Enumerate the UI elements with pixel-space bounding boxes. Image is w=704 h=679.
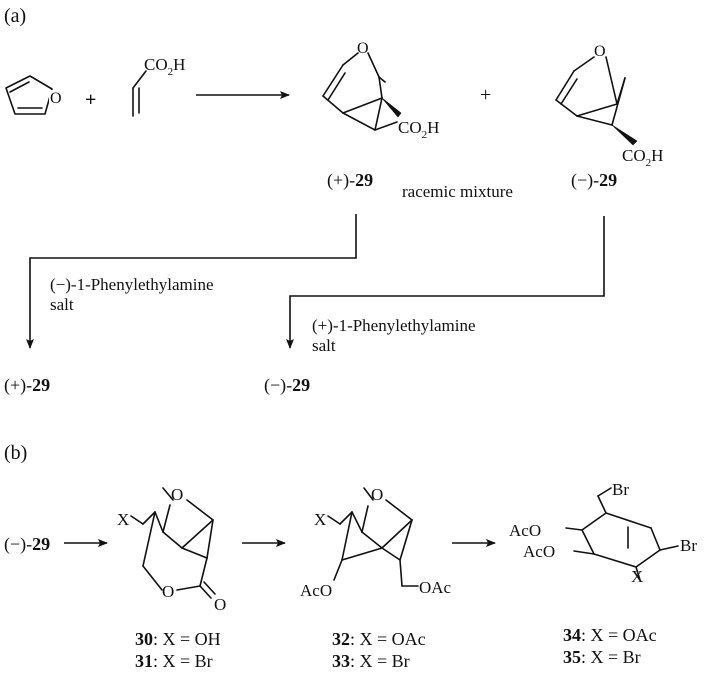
c34-caption: 34: X = OAc xyxy=(563,625,657,645)
plus-29-co2h: CO2H xyxy=(398,118,439,141)
c32-bridge-o: O xyxy=(371,485,383,504)
racemic-mixture-label: racemic mixture xyxy=(402,182,513,201)
plus-sign-2: + xyxy=(480,84,491,106)
furan-structure: O xyxy=(5,75,62,115)
c33-caption: 33: X = Br xyxy=(332,651,410,671)
acrylic-acid-structure: CO2H xyxy=(132,55,185,117)
c31-caption: 31: X = Br xyxy=(135,651,213,671)
resolving-agent-left: (−)-1-Phenylethylamine xyxy=(50,275,213,294)
c34-br-right: Br xyxy=(680,536,697,555)
c34-x: X xyxy=(631,567,643,586)
c30-bridge-o: O xyxy=(171,485,183,504)
c32-caption: 32: X = OAc xyxy=(332,629,426,649)
c34-br-top: Br xyxy=(612,480,629,499)
resolving-agent-right-salt: salt xyxy=(312,336,336,355)
acrylic-co2h-label: CO2H xyxy=(144,55,185,78)
minus-29-co2h: CO2H xyxy=(622,146,663,169)
c30-x: X xyxy=(117,510,129,529)
minus-29-oxygen: O xyxy=(594,43,606,60)
resolution-arrow-left xyxy=(26,214,357,349)
resolved-plus-29: (+)-29 xyxy=(4,375,50,396)
start-minus-29: (−)-29 xyxy=(4,534,50,555)
c30-carbonyl-o: O xyxy=(214,595,226,614)
compound-30-31-structure: X O O O xyxy=(117,485,226,614)
minus-29-label: (−)-29 xyxy=(571,170,617,191)
c30-caption: 30: X = OH xyxy=(135,629,221,649)
resolved-minus-29: (−)-29 xyxy=(264,375,310,396)
c32-x: X xyxy=(314,510,326,529)
c34-aco-2: AcO xyxy=(523,542,555,561)
c32-aco: AcO xyxy=(300,581,332,600)
panel-a-label: (a) xyxy=(4,5,26,27)
compound-32-33-structure: X O AcO OAc xyxy=(300,485,452,600)
plus-29-oxygen: O xyxy=(357,40,369,57)
resolution-arrow-right xyxy=(286,216,605,349)
c35-caption: 35: X = Br xyxy=(563,647,641,667)
plus-29-label: (+)-29 xyxy=(327,170,373,191)
furan-oxygen: O xyxy=(50,90,62,107)
panel-b-label: (b) xyxy=(4,442,27,464)
c30-ring-o: O xyxy=(162,582,174,601)
resolving-agent-right: (+)-1-Phenylethylamine xyxy=(312,316,475,335)
c32-ch2oac: OAc xyxy=(419,578,452,597)
compound-plus-29-structure: O CO2H xyxy=(322,40,439,141)
c34-aco-1: AcO xyxy=(509,521,541,540)
plus-sign: + xyxy=(85,89,96,111)
compound-34-35-structure: Br Br AcO AcO X xyxy=(509,480,697,586)
compound-minus-29-structure: O CO2H xyxy=(555,43,663,169)
resolving-agent-left-salt: salt xyxy=(50,295,74,314)
